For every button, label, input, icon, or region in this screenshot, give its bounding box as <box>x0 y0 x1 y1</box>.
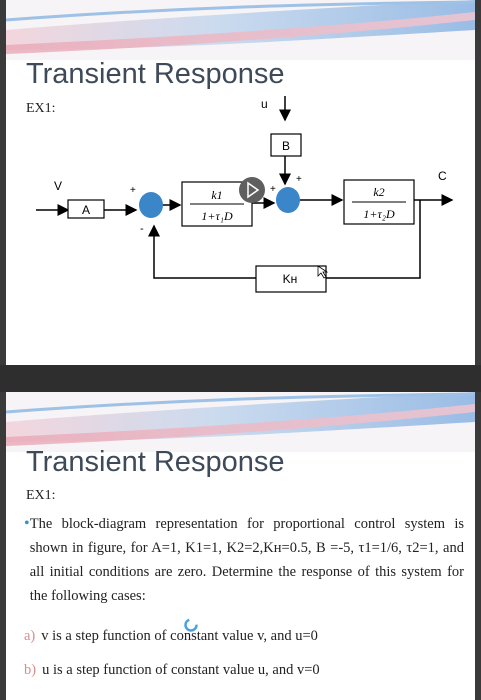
sum2-plus-left: + <box>270 184 276 195</box>
slide-2: Transient Response EX1: • The block-diag… <box>6 392 475 700</box>
sum1-plus-sign: + <box>130 185 136 196</box>
block-b-label: B <box>282 139 290 153</box>
block-a-label: A <box>82 203 90 217</box>
g2-denominator: 1+τ₂D <box>363 207 395 221</box>
example-label: EX1: <box>26 488 56 503</box>
case-b-text: u is a step function of constant value u… <box>42 662 320 678</box>
sum2-plus-top: + <box>296 174 302 185</box>
block-a <box>67 199 105 219</box>
block-kh <box>255 265 327 293</box>
case-a-text: v is a step function of constant value v… <box>41 628 318 644</box>
case-a-label: a) <box>24 628 36 644</box>
bullet-item: • The block-diagram representation for p… <box>24 512 464 608</box>
output-label: C <box>438 169 447 183</box>
bullet-list: • The block-diagram representation for p… <box>24 512 464 608</box>
slide-1: Transient Response EX1: <box>6 0 475 365</box>
block-b <box>270 133 302 157</box>
feedback-line-right <box>326 200 421 279</box>
loading-cursor-icon <box>184 618 198 632</box>
slide-title: Transient Response <box>26 58 285 90</box>
sum1-minus-sign: - <box>140 223 144 235</box>
g1-denominator: 1+τ₁D <box>201 209 233 223</box>
slide-gap <box>0 365 481 392</box>
summing-junction-1 <box>139 192 163 218</box>
slide-header-decoration <box>6 0 475 60</box>
block-kh-label: Kʜ <box>283 272 298 286</box>
slide-title: Transient Response <box>26 446 285 478</box>
block-diagram: V u C A B Kʜ + - + + k1 1+τ₁D k2 1+τ₂D <box>36 96 454 293</box>
problem-statement: The block-diagram representation for pro… <box>29 516 464 604</box>
case-b-label: b) <box>24 662 37 678</box>
mouse-cursor-icon <box>317 265 329 279</box>
g1-numerator: k1 <box>211 188 222 202</box>
slide-header-decoration <box>6 392 475 452</box>
input-label: V <box>54 179 62 193</box>
play-overlay-icon[interactable] <box>239 177 265 203</box>
example-label: EX1: <box>26 101 56 116</box>
disturbance-label: u <box>261 97 268 111</box>
summing-junction-2 <box>276 187 300 213</box>
play-triangle-icon <box>247 181 260 199</box>
case-b: b) u is a step function of constant value… <box>24 662 320 679</box>
feedback-line-left <box>148 224 256 279</box>
bullet-dot-icon: • <box>24 515 30 532</box>
case-a: a) v is a step function of constant value… <box>24 628 318 645</box>
g2-numerator: k2 <box>373 185 384 199</box>
